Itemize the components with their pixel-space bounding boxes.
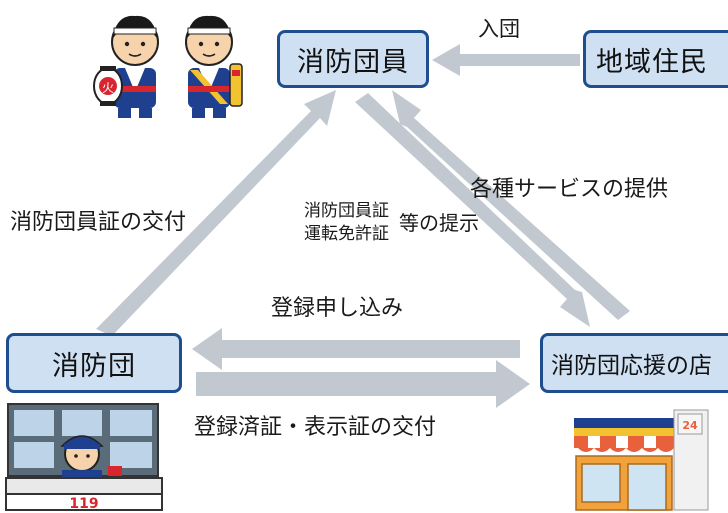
certificate-issue-label: 登録済証・表示証の交付 bbox=[194, 415, 437, 440]
arrow-shop-to-brigade bbox=[192, 328, 520, 370]
lantern-fire-character: 火 bbox=[102, 81, 114, 95]
member-id-text: 消防団員証 bbox=[304, 201, 389, 221]
drivers-license-text: 運転免許証 bbox=[304, 224, 389, 244]
fire-brigade-members-illustration: 火 bbox=[93, 15, 243, 118]
fire-brigade-member-box: 消防団員 bbox=[277, 30, 429, 88]
arrow-member-to-shop bbox=[355, 93, 590, 327]
supporting-shop-storefront-illustration: 24 bbox=[574, 409, 709, 511]
fire-brigade-member-label: 消防団員 bbox=[297, 46, 409, 78]
local-residents-label: 地域住民 bbox=[596, 46, 708, 78]
registration-application-label: 登録申し込み bbox=[271, 296, 404, 321]
arrow-shop-to-member bbox=[392, 90, 630, 320]
fire-station-dispatcher-illustration: 119 bbox=[5, 403, 163, 512]
member-with-sash-illustration bbox=[185, 15, 243, 118]
member-with-lantern-illustration: 火 bbox=[93, 15, 159, 118]
fire-brigade-box: 消防団 bbox=[6, 333, 182, 393]
supporting-shop-box: 消防団応援の店 bbox=[540, 333, 728, 393]
join-label: 入団 bbox=[478, 17, 520, 41]
emergency-number-text: 119 bbox=[69, 496, 98, 512]
fire-brigade-label: 消防団 bbox=[52, 350, 136, 382]
id-presentation-label: 消防団員証 運転免許証 等の提示 bbox=[304, 200, 479, 246]
presentation-tail-text: 等の提示 bbox=[399, 211, 479, 235]
card-issue-label: 消防団員証の交付 bbox=[10, 210, 187, 235]
arrow-brigade-to-shop bbox=[196, 360, 530, 408]
shop-24-sign: 24 bbox=[682, 419, 698, 432]
arrow-brigade-to-member bbox=[96, 90, 336, 336]
services-label: 各種サービスの提供 bbox=[470, 177, 669, 202]
supporting-shop-label: 消防団応援の店 bbox=[551, 353, 712, 379]
arrow-resident-to-member bbox=[432, 44, 580, 76]
local-residents-box: 地域住民 bbox=[583, 30, 728, 88]
